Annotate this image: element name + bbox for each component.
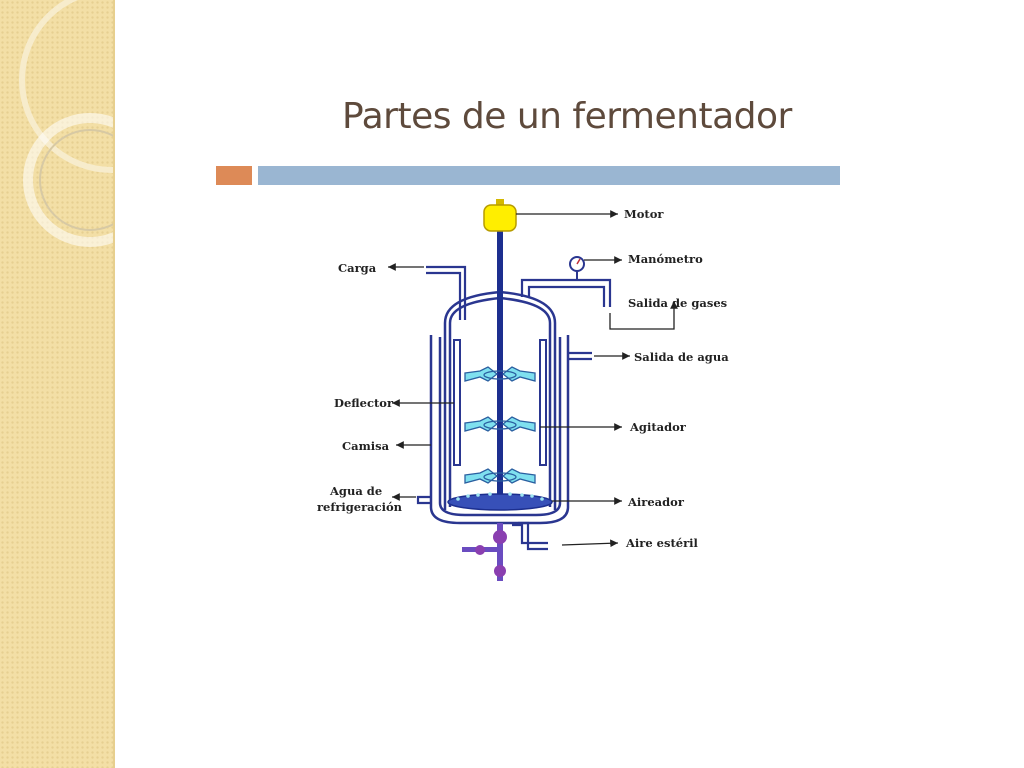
leader-arrows [388, 210, 678, 548]
label-motor: Motor [624, 207, 664, 221]
label-manometro: Manómetro [628, 252, 703, 266]
slide-title: Partes de un fermentador [342, 96, 792, 137]
charge-pipe [426, 265, 467, 320]
sterile-air-pipe [512, 521, 548, 551]
label-agua-refrigeracion-line2: refrigeración [317, 500, 403, 514]
title-accent-bar [216, 166, 252, 185]
decorative-sidebar [0, 0, 115, 768]
aerator-sparger [447, 492, 553, 511]
label-aireador: Aireador [627, 495, 685, 509]
agitator-shaft [497, 229, 503, 507]
water-outlet-pipe [568, 351, 592, 361]
impeller-middle [464, 416, 536, 432]
title-underline-bar [258, 166, 840, 185]
label-camisa: Camisa [342, 439, 390, 453]
label-aire-esteril: Aire estéril [625, 536, 699, 550]
label-deflector: Deflector [334, 396, 394, 410]
drain-valve-icon [462, 523, 507, 581]
manometer-gauge [569, 256, 585, 280]
impeller-bottom [464, 468, 536, 484]
label-agitador: Agitador [629, 420, 687, 434]
cooling-water-pipe [416, 495, 431, 505]
impeller-top [464, 366, 536, 382]
label-salida-gases: Salida de gases [628, 296, 727, 310]
label-salida-agua: Salida de agua [634, 350, 729, 364]
fermenter-diagram: Motor Manómetro Salida de gases Salida d… [317, 199, 729, 581]
motor-icon [483, 199, 517, 232]
gas-outlet-pipe [520, 278, 612, 307]
label-carga: Carga [338, 261, 377, 275]
sidebar-circles-decoration [19, 0, 113, 247]
label-agua-refrigeracion-line1: Agua de [329, 484, 382, 498]
